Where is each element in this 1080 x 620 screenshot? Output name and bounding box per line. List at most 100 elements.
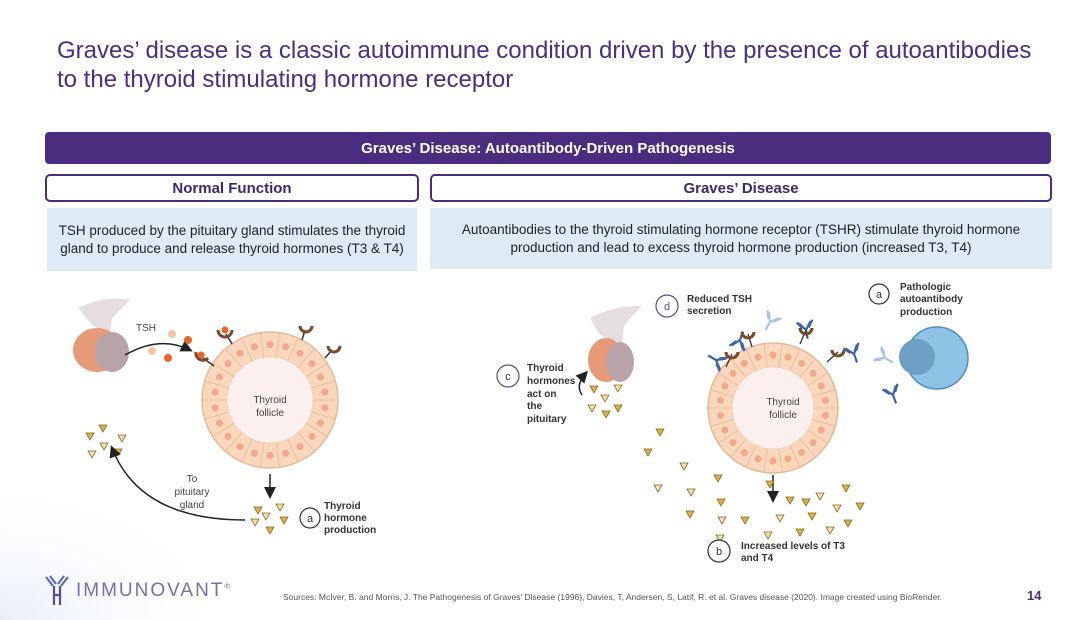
cell-wall [275,442,281,468]
cell-wall [287,438,299,463]
cell-nucleus [809,369,817,377]
cell-nucleus [236,349,244,357]
act-on-pituitary-arrow [575,370,589,396]
cell-wall [778,448,783,473]
normal-follicle-label-1: Thyroid [253,395,286,406]
pathologic-label-1: Pathologic [900,282,952,293]
cell-nucleus [308,360,316,368]
normal-pituitary-gland-icon [73,298,130,372]
cell-nucleus [316,373,324,381]
graves-disease-heading: Graves’ Disease [430,174,1052,202]
hormone-triangle [117,434,127,443]
cell-nucleus [740,449,748,457]
normal-marker-a-label: a [307,513,314,525]
cell-nucleus [769,457,777,465]
cell-nucleus [250,343,258,351]
cell-nucleus [717,412,725,420]
hormone-triangle [253,506,263,515]
cell-wall [745,445,757,468]
marker-b-label: b [716,546,722,558]
receptor-stalk [725,353,733,368]
cell-nucleus [721,382,729,390]
cell-wall [789,445,801,468]
banner-header: Graves’ Disease: Autoantibody-Driven Pat… [45,132,1051,164]
cell-nucleus [211,388,219,396]
hormone-triangle [261,512,271,521]
hormone-triangle [275,503,285,512]
hormone-triangle [763,531,773,540]
cell-nucleus [216,373,224,381]
cell-wall [789,348,801,371]
cell-wall [225,348,243,368]
to-pituitary-label-1: To [187,474,198,485]
cell-nucleus [224,360,232,368]
cell-nucleus [798,449,806,457]
hormone-triangle [601,410,611,419]
hormone-triangle [815,492,825,501]
tsh-label: TSH [136,323,156,334]
marker-c-icon [496,364,520,388]
pathologic-label-2: autoantibody [900,294,963,305]
hormone-triangle [785,496,795,505]
cell-wall [241,438,253,463]
cell-nucleus [321,404,329,412]
cell-wall [212,422,235,438]
marker-a-label: a [876,289,883,301]
cell-nucleus [729,369,737,377]
act-label-1: Thyroid [527,363,564,374]
cell-nucleus [282,343,290,351]
hormone-triangle [807,512,817,521]
cell-nucleus [216,419,224,427]
cell-wall [297,432,315,452]
cell-wall [710,419,734,427]
cell-wall [730,358,747,378]
cell-nucleus [769,351,777,359]
cell-wall [812,419,836,427]
cell-nucleus [236,443,244,451]
cell-wall [212,362,235,378]
hormone-triangle [279,516,289,525]
reduced-tsh-label-1: Reduced TSH [687,294,752,305]
act-label-2: hormones [527,376,576,387]
hormone-triangle [655,428,665,437]
cell-wall [807,429,828,444]
cell-nucleus [308,432,316,440]
marker-d-label: d [664,301,670,313]
hormone-triangle [653,484,663,493]
cell-nucleus [817,426,825,434]
cell-nucleus [817,382,825,390]
tsh-receptors [194,325,342,367]
cell-wall [812,389,836,397]
registered-mark: ® [224,581,233,591]
tsh-molecules [148,330,192,362]
graves-follicle-label-1: Thyroid [766,397,799,408]
b-cell-icon [899,326,969,390]
immunovant-logo: IMMUNOVANT® [44,575,232,607]
cell-wall [763,343,768,368]
cell-nucleus [282,449,290,457]
cell-nucleus [211,404,219,412]
cell-wall [730,438,747,458]
cell-wall [259,332,265,358]
to-pituitary-arrow [109,445,246,521]
graves-disease-description: Autoantibodies to the thyroid stimulatin… [430,208,1052,269]
hormone-triangle [801,498,811,507]
marker-a-icon [868,283,890,305]
hormone-triangle [587,404,597,413]
graves-follicle-label-2: follicle [769,410,797,421]
hormone-triangle [679,462,689,471]
pituitary-feedback-triangles [587,384,623,419]
autoantibodies [707,310,899,404]
cell-nucleus [784,353,792,361]
hormone-triangle [265,526,275,535]
cell-nucleus [740,359,748,367]
cell-wall [763,448,768,473]
hormone-triangle [99,442,109,451]
cell-nucleus [754,455,762,463]
cell-nucleus [321,388,329,396]
cell-wall [710,389,734,397]
hormone-production-label-2: hormone [324,513,367,524]
antibody-icon [842,342,860,363]
normal-function-heading: Normal Function [45,174,419,202]
antibody-icon [873,346,894,364]
